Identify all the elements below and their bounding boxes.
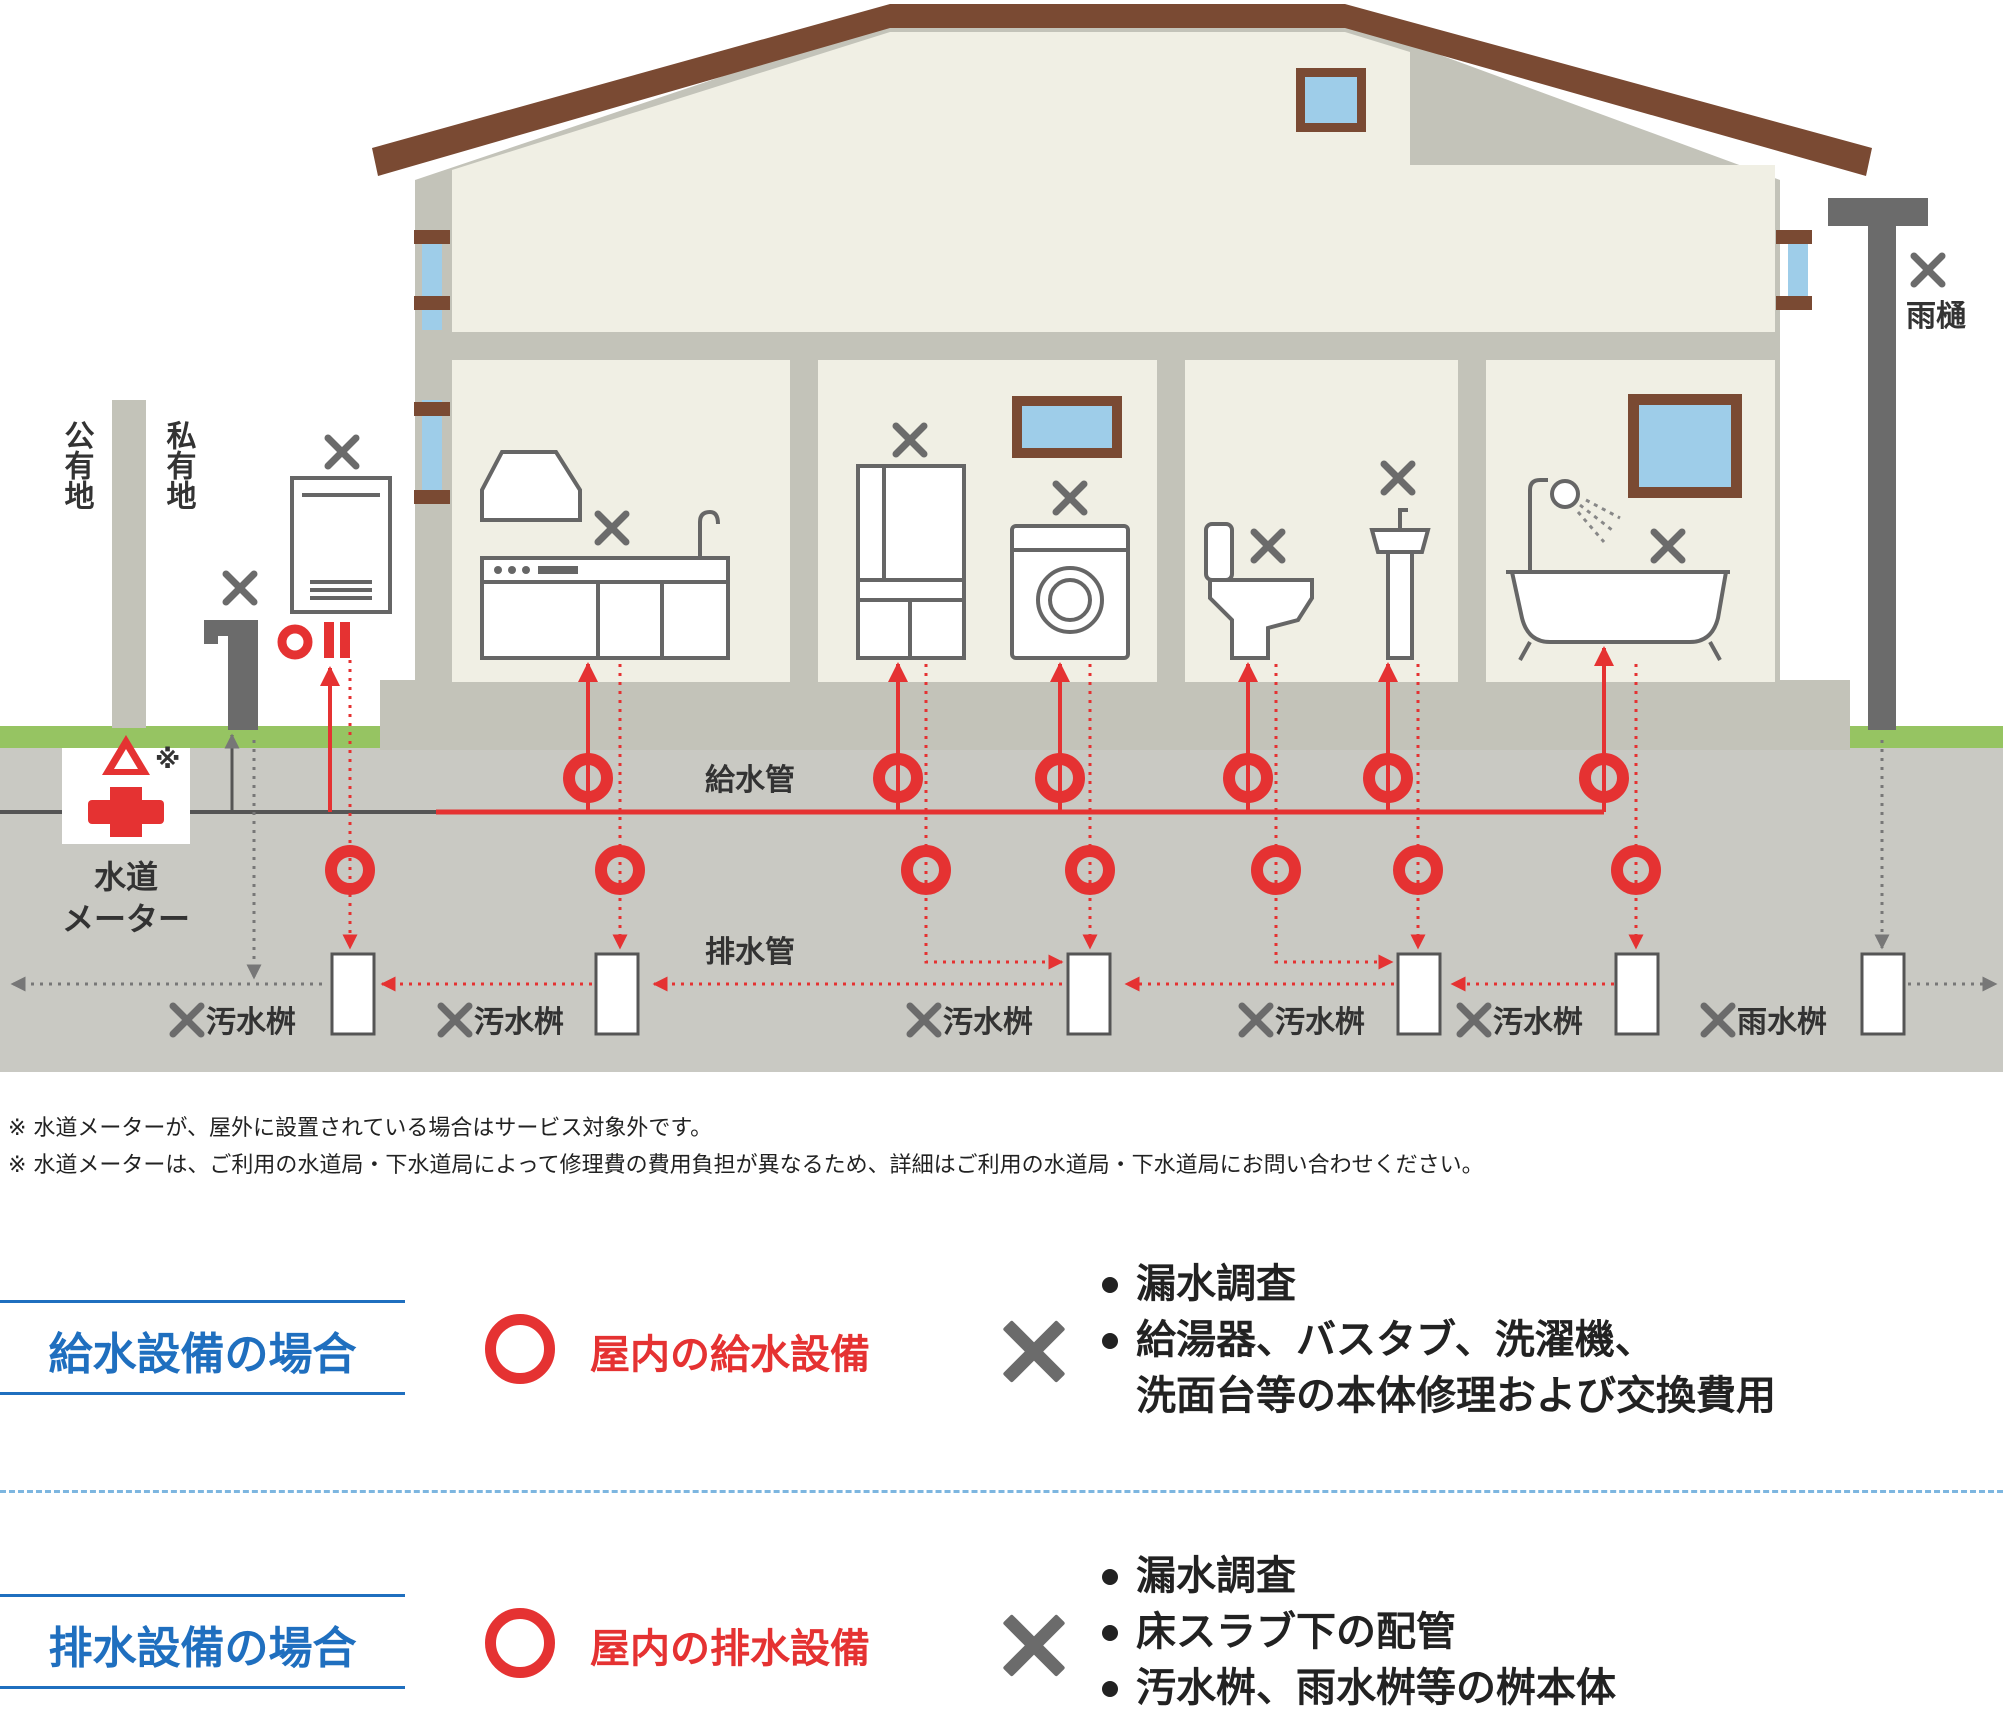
covered-icon bbox=[485, 1314, 555, 1384]
covered-label: 屋内の給水設備 bbox=[590, 1332, 870, 1378]
water-heater bbox=[290, 476, 392, 614]
bullet-icon bbox=[1102, 1277, 1118, 1293]
rain-gutter-label: 雨樋 bbox=[1906, 299, 1966, 334]
drain-lines bbox=[342, 660, 1644, 992]
covered-label: 屋内の排水設備 bbox=[590, 1626, 870, 1672]
footnote: ※ 水道メーターは、ご利用の水道局・下水道局によって修理費の費用負担が異なるため… bbox=[8, 1153, 1484, 1178]
list-item: 漏水調査 bbox=[1098, 1256, 1776, 1312]
shower-spray bbox=[1576, 498, 1621, 543]
bullet-icon bbox=[1102, 1333, 1118, 1349]
meter-note-mark: ※ bbox=[155, 745, 180, 775]
supply-pipe-label: 給水管 bbox=[705, 763, 795, 798]
property-boundary-post bbox=[112, 400, 146, 728]
sewage-basin-label: 汚水桝 bbox=[1275, 1005, 1365, 1040]
column bbox=[790, 360, 818, 682]
list-item: 洗面台等の本体修理および交換費用 bbox=[1136, 1373, 1776, 1419]
drain-pipe-label: 排水管 bbox=[705, 935, 795, 970]
list-item: 給湯器、バスタブ、洗濯機、 bbox=[1098, 1312, 1776, 1368]
category-label: 給水設備の場合 bbox=[48, 1329, 357, 1380]
footnotes: ※ 水道メーターが、屋外に設置されている場合はサービス対象外です。 ※ 水道メー… bbox=[8, 1110, 1484, 1184]
side-window bbox=[422, 400, 442, 490]
water-heater-valves bbox=[277, 622, 350, 660]
side-window bbox=[1788, 240, 1808, 300]
bullet-icon bbox=[1102, 1625, 1118, 1641]
window bbox=[1628, 394, 1742, 498]
washbasin-vanity bbox=[856, 464, 966, 660]
outdoor-faucet bbox=[204, 620, 258, 730]
sewage-basin-label: 汚水桝 bbox=[1493, 1005, 1583, 1040]
bathtub bbox=[1506, 478, 1730, 661]
covered-icon bbox=[485, 1608, 555, 1678]
list-item: 汚水桝、雨水桝等の桝本体 bbox=[1098, 1660, 1616, 1716]
grass-left bbox=[0, 726, 380, 748]
not-covered-icon bbox=[1000, 1318, 1066, 1384]
water-meter-label: 水道 bbox=[94, 858, 158, 896]
list-item: 床スラブ下の配管 bbox=[1098, 1604, 1616, 1660]
category-rule bbox=[0, 1686, 405, 1689]
window bbox=[1012, 396, 1122, 458]
category-rule bbox=[0, 1594, 405, 1597]
supply-risers bbox=[578, 646, 1614, 812]
section-divider bbox=[0, 1490, 2003, 1493]
not-covered-list: 漏水調査 床スラブ下の配管 汚水桝、雨水桝等の桝本体 bbox=[1098, 1548, 1616, 1716]
water-meter-label: メーター bbox=[62, 900, 190, 938]
bullet-icon bbox=[1102, 1681, 1118, 1697]
column bbox=[1458, 360, 1486, 682]
private-land-label: 私有地 bbox=[161, 420, 197, 510]
sewage-basin-label: 汚水桝 bbox=[206, 1005, 296, 1040]
sewage-basin-label: 汚水桝 bbox=[943, 1005, 1033, 1040]
range-hood bbox=[480, 450, 582, 522]
category-rule bbox=[0, 1300, 405, 1303]
side-window bbox=[422, 240, 442, 330]
pedestal-sink bbox=[1369, 508, 1431, 660]
list-item: 漏水調査 bbox=[1098, 1548, 1616, 1604]
roof bbox=[372, 4, 1872, 176]
bullet-icon bbox=[1102, 1569, 1118, 1585]
basins bbox=[330, 952, 1906, 1036]
sewage-basin-label: 汚水桝 bbox=[474, 1005, 564, 1040]
wall-bands bbox=[414, 230, 1812, 504]
rain-basin-label: 雨水桝 bbox=[1737, 1005, 1827, 1040]
not-covered-mark bbox=[226, 574, 254, 602]
water-meter bbox=[62, 735, 190, 844]
column bbox=[1157, 360, 1185, 682]
category-label: 排水設備の場合 bbox=[48, 1623, 357, 1674]
not-covered-mark bbox=[1914, 256, 1942, 284]
rain-gutter bbox=[1828, 198, 1928, 730]
not-covered-icon bbox=[1000, 1612, 1066, 1678]
floor-beam bbox=[452, 332, 1775, 360]
not-covered-list: 漏水調査 給湯器、バスタブ、洗濯機、 洗面台等の本体修理および交換費用 bbox=[1098, 1256, 1776, 1424]
grass-right bbox=[1850, 726, 2003, 748]
washing-machine bbox=[1010, 524, 1130, 660]
foundation bbox=[380, 680, 1850, 750]
kitchen-counter bbox=[480, 509, 730, 660]
plumbing-coverage-diagram: ※ bbox=[0, 4, 2003, 1072]
gray-drain-lines bbox=[10, 740, 1998, 992]
upper-floor bbox=[452, 32, 1775, 332]
toilet bbox=[1204, 522, 1314, 660]
public-land-label: 公有地 bbox=[59, 420, 95, 510]
category-rule bbox=[0, 1392, 405, 1395]
not-covered-mark bbox=[328, 438, 356, 466]
attic-window bbox=[1296, 68, 1366, 132]
stove-knobs bbox=[494, 566, 578, 574]
footnote: ※ 水道メーターが、屋外に設置されている場合はサービス対象外です。 bbox=[8, 1116, 713, 1141]
